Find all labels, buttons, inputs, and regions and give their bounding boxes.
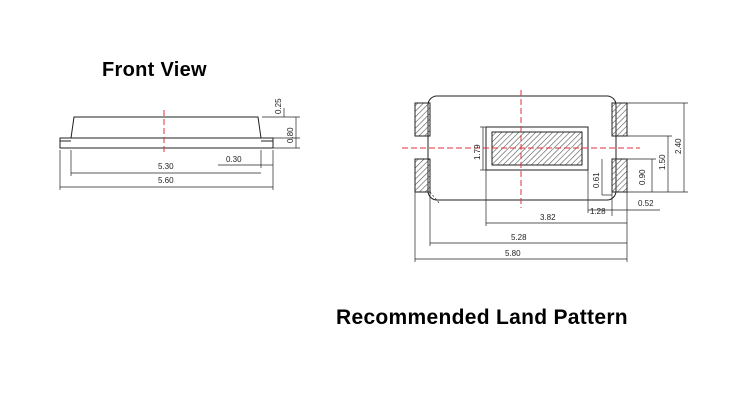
front-body-outline: [70, 116, 262, 139]
dim-front-0-30: 0.30: [226, 155, 242, 164]
dim-land-0-90: 0.90: [638, 169, 647, 185]
dim-land-1-28: 1.28: [590, 207, 606, 216]
pad-top-left: [414, 102, 431, 137]
front-view-title: Front View: [102, 59, 207, 81]
dim-front-0-25: 0.25: [274, 98, 283, 114]
dim-land-1-50: 1.50: [658, 154, 667, 170]
dim-front-0-80: 0.80: [286, 127, 295, 143]
front-base: [59, 137, 274, 149]
pad-bottom-left: [414, 158, 431, 193]
dim-land-0-61: 0.61: [592, 172, 601, 188]
dim-front-5-60: 5.60: [158, 176, 174, 185]
dim-land-1-79: 1.79: [473, 144, 482, 160]
pad-top-right: [611, 102, 628, 137]
dim-front-5-30: 5.30: [158, 162, 174, 171]
dim-land-0-52: 0.52: [638, 199, 654, 208]
dim-land-5-80: 5.80: [505, 249, 521, 258]
dim-land-3-82: 3.82: [540, 213, 556, 222]
land-outline: [427, 95, 617, 201]
land-pattern-drawing: [402, 90, 688, 262]
front-view-drawing: [59, 108, 300, 190]
pad-bottom-right: [611, 158, 628, 193]
dim-land-5-28: 5.28: [511, 233, 527, 242]
land-pattern-title: Recommended Land Pattern: [336, 306, 628, 329]
dim-land-2-40: 2.40: [674, 138, 683, 154]
